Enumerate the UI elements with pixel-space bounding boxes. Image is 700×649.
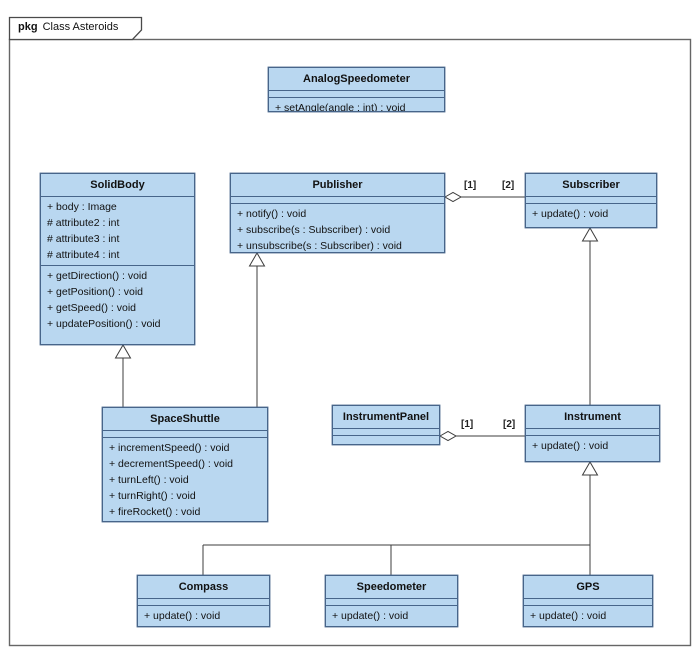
methods-compartment: + getDirection() : void + getPosition() …	[41, 265, 194, 344]
attribute: # attribute4 : int	[47, 249, 120, 261]
method: + fireRocket() : void	[109, 506, 201, 518]
methods-compartment: + update() : void	[138, 605, 269, 626]
package-frame-border	[8, 38, 692, 647]
attributes-compartment	[231, 196, 444, 203]
attributes-compartment	[103, 430, 267, 437]
method: + update() : void	[530, 610, 607, 622]
methods-compartment: + setAngle(angle : int) : void	[269, 97, 444, 111]
class-title: Publisher	[312, 179, 363, 191]
attributes-compartment	[138, 598, 269, 605]
method: + turnLeft() : void	[109, 474, 189, 486]
class-title: SolidBody	[90, 179, 145, 191]
package-keyword: pkg	[18, 21, 38, 33]
attribute: + body : Image	[47, 201, 117, 213]
attributes-compartment: + body : Image # attribute2 : int # attr…	[41, 196, 194, 265]
method: + update() : void	[532, 440, 609, 452]
aggregation-publisher-subscriber	[443, 191, 525, 203]
methods-compartment: + incrementSpeed() : void + decrementSpe…	[103, 437, 267, 521]
class-instrumentpanel[interactable]: InstrumentPanel	[332, 405, 440, 445]
package-tab-label: pkg Class Asteroids	[18, 21, 118, 34]
attributes-compartment	[269, 90, 444, 97]
method: + notify() : void	[237, 208, 307, 220]
class-title: InstrumentPanel	[342, 411, 430, 423]
class-spaceshuttle[interactable]: SpaceShuttle + incrementSpeed() : void +…	[102, 407, 268, 522]
generalization-spaceshuttle-solidbody	[114, 343, 132, 407]
method: + update() : void	[144, 610, 221, 622]
class-publisher[interactable]: Publisher + notify() : void + subscribe(…	[230, 173, 445, 253]
class-title: Compass	[178, 581, 229, 593]
method: + subscribe(s : Subscriber) : void	[237, 224, 391, 236]
class-title: Speedometer	[356, 581, 427, 593]
class-compass[interactable]: Compass + update() : void	[137, 575, 270, 627]
class-analogspeedometer[interactable]: AnalogSpeedometer + setAngle(angle : int…	[268, 67, 445, 112]
attributes-compartment	[524, 598, 652, 605]
class-title: Instrument	[564, 411, 621, 423]
attributes-compartment	[526, 196, 656, 203]
methods-compartment: + update() : void	[526, 203, 656, 227]
methods-compartment: + update() : void	[526, 435, 659, 461]
generalization-arrow	[581, 226, 599, 242]
generalization-arrow	[581, 460, 599, 476]
attribute: # attribute2 : int	[47, 217, 120, 229]
method: + getSpeed() : void	[47, 302, 137, 314]
method: + setAngle(angle : int) : void	[275, 102, 406, 111]
multiplicity-instrumentpanel-end: [1]	[461, 419, 474, 430]
generalization-spaceshuttle-publisher	[248, 251, 266, 407]
class-speedometer[interactable]: Speedometer + update() : void	[325, 575, 458, 627]
generalization-instrument-subscriber	[581, 226, 599, 405]
generalization-arrow	[248, 251, 266, 267]
attributes-compartment	[526, 428, 659, 435]
class-solidbody[interactable]: SolidBody + body : Image # attribute2 : …	[40, 173, 195, 345]
package-tab	[8, 16, 143, 41]
generalization-tree-instruments	[202, 460, 599, 575]
methods-compartment	[333, 435, 439, 442]
attribute: # attribute3 : int	[47, 233, 120, 245]
multiplicity-publisher-end: [1]	[464, 180, 477, 191]
generalization-arrow	[114, 343, 132, 359]
methods-compartment: + notify() : void + subscribe(s : Subscr…	[231, 203, 444, 252]
method: + getDirection() : void	[47, 270, 148, 282]
package-title: Class Asteroids	[42, 21, 119, 33]
methods-compartment: + update() : void	[326, 605, 457, 626]
method: + update() : void	[332, 610, 409, 622]
method: + update() : void	[532, 208, 609, 220]
method: + updatePosition() : void	[47, 318, 161, 330]
multiplicity-subscriber-end: [2]	[502, 180, 515, 191]
class-gps[interactable]: GPS + update() : void	[523, 575, 653, 627]
class-title: SpaceShuttle	[150, 413, 220, 425]
attributes-compartment	[333, 428, 439, 435]
attributes-compartment	[326, 598, 457, 605]
aggregation-diamond	[443, 191, 463, 203]
method: + incrementSpeed() : void	[109, 442, 230, 454]
methods-compartment: + update() : void	[524, 605, 652, 626]
class-title: Subscriber	[562, 179, 620, 191]
aggregation-instrumentpanel-instrument	[438, 430, 525, 442]
multiplicity-instrument-end: [2]	[503, 419, 516, 430]
aggregation-diamond	[438, 430, 458, 442]
method: + decrementSpeed() : void	[109, 458, 234, 470]
class-instrument[interactable]: Instrument + update() : void	[525, 405, 660, 462]
method: + turnRight() : void	[109, 490, 196, 502]
method: + getPosition() : void	[47, 286, 144, 298]
class-subscriber[interactable]: Subscriber + update() : void	[525, 173, 657, 228]
class-title: AnalogSpeedometer	[303, 73, 410, 85]
method: + unsubscribe(s : Subscriber) : void	[237, 240, 402, 252]
class-title: GPS	[576, 581, 600, 593]
